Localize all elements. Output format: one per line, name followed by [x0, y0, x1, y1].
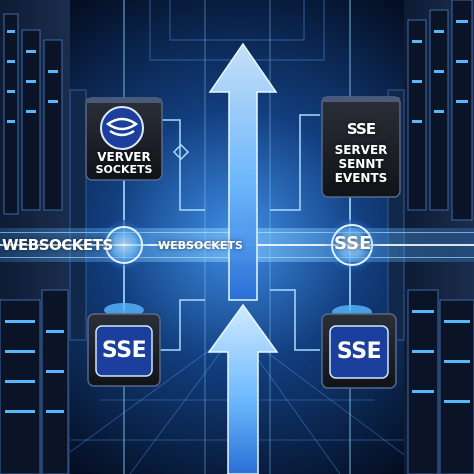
server-rack-left — [0, 0, 87, 474]
glow-ring-left — [98, 219, 150, 271]
top-left-box-line-1: VERVER — [97, 150, 151, 164]
node-icon — [172, 143, 190, 161]
upload-arrow-icon — [207, 303, 279, 474]
connector-lines — [123, 114, 351, 351]
bottom-right-box-label: SSE — [336, 339, 382, 364]
upload-arrow-icon — [208, 42, 278, 301]
bottom-left-box-label: SSE — [101, 338, 147, 363]
banner-label-middle: WEBSOCKETS — [158, 239, 243, 252]
banner-label-right: SSE — [334, 233, 372, 254]
glow-ring-right — [324, 217, 380, 273]
top-left-box-line-2: SOCKETS — [95, 163, 153, 176]
top-right-box-line-1: SERVER — [334, 143, 388, 157]
top-right-box-line-2: SENNT — [338, 157, 384, 171]
websocket-logo-icon — [100, 106, 144, 150]
top-right-box-line-3: EVENTS — [334, 171, 388, 185]
server-sent-events-box — [321, 96, 401, 198]
sse-box-bottom-left — [87, 313, 161, 387]
banner-label-left: WEBSOCKETS — [2, 236, 113, 254]
top-right-chip-label: SSE — [346, 120, 376, 138]
sse-box-bottom-right — [321, 313, 397, 389]
